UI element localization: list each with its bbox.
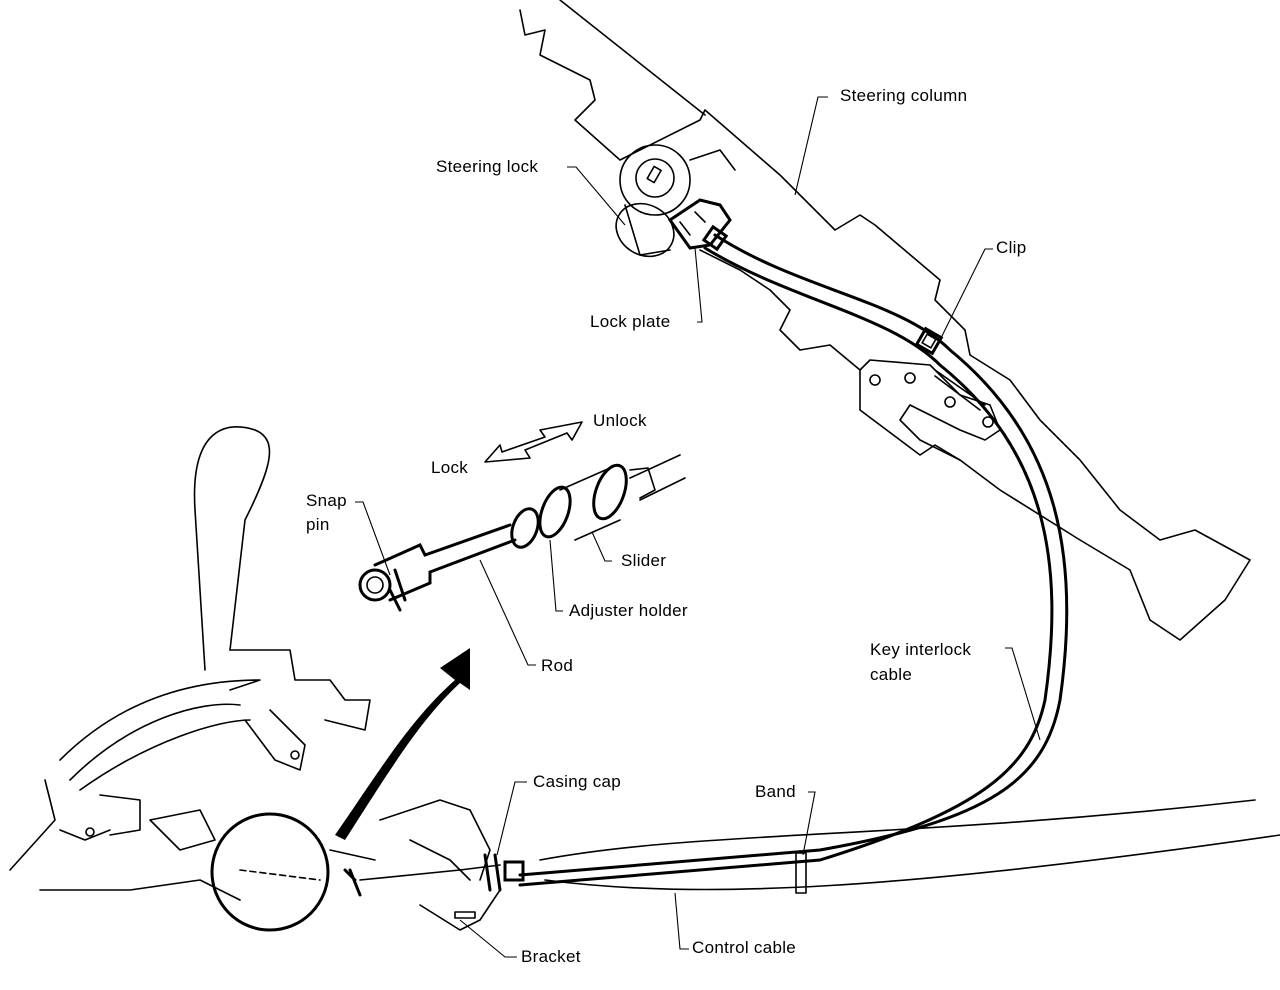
label-unlock: Unlock	[593, 411, 647, 430]
label-steering-lock: Steering lock	[436, 157, 539, 176]
label-rod: Rod	[541, 656, 574, 675]
lock-unlock-arrow	[484, 421, 583, 463]
lock-plate	[667, 198, 732, 250]
clip	[914, 326, 944, 356]
key-interlock-cable	[518, 224, 1069, 887]
label-bracket: Bracket	[521, 947, 581, 966]
label-clip: Clip	[996, 238, 1027, 257]
rod-assembly	[358, 454, 686, 612]
label-key-interlock-cable-1: Key interlock	[870, 640, 972, 659]
label-casing-cap: Casing cap	[533, 772, 622, 791]
label-snap-pin-2: pin	[306, 515, 330, 534]
leader-lines	[355, 96, 1041, 958]
label-slider: Slider	[621, 551, 667, 570]
control-cable	[539, 799, 1280, 894]
label-adjuster-holder: Adjuster holder	[569, 601, 688, 620]
label-snap-pin-1: Snap	[306, 491, 347, 510]
label-lock: Lock	[431, 458, 469, 477]
label-band: Band	[755, 782, 796, 801]
label-lock-plate: Lock plate	[590, 312, 671, 331]
detail-circle	[210, 812, 330, 932]
label-control-cable: Control cable	[692, 938, 797, 957]
label-key-interlock-cable-2: cable	[870, 665, 913, 684]
shift-lever-assembly	[9, 426, 525, 932]
detail-arrow	[335, 648, 470, 840]
label-steering-column: Steering column	[840, 86, 968, 105]
column-bracket	[859, 359, 1001, 461]
steering-lock	[615, 144, 736, 258]
